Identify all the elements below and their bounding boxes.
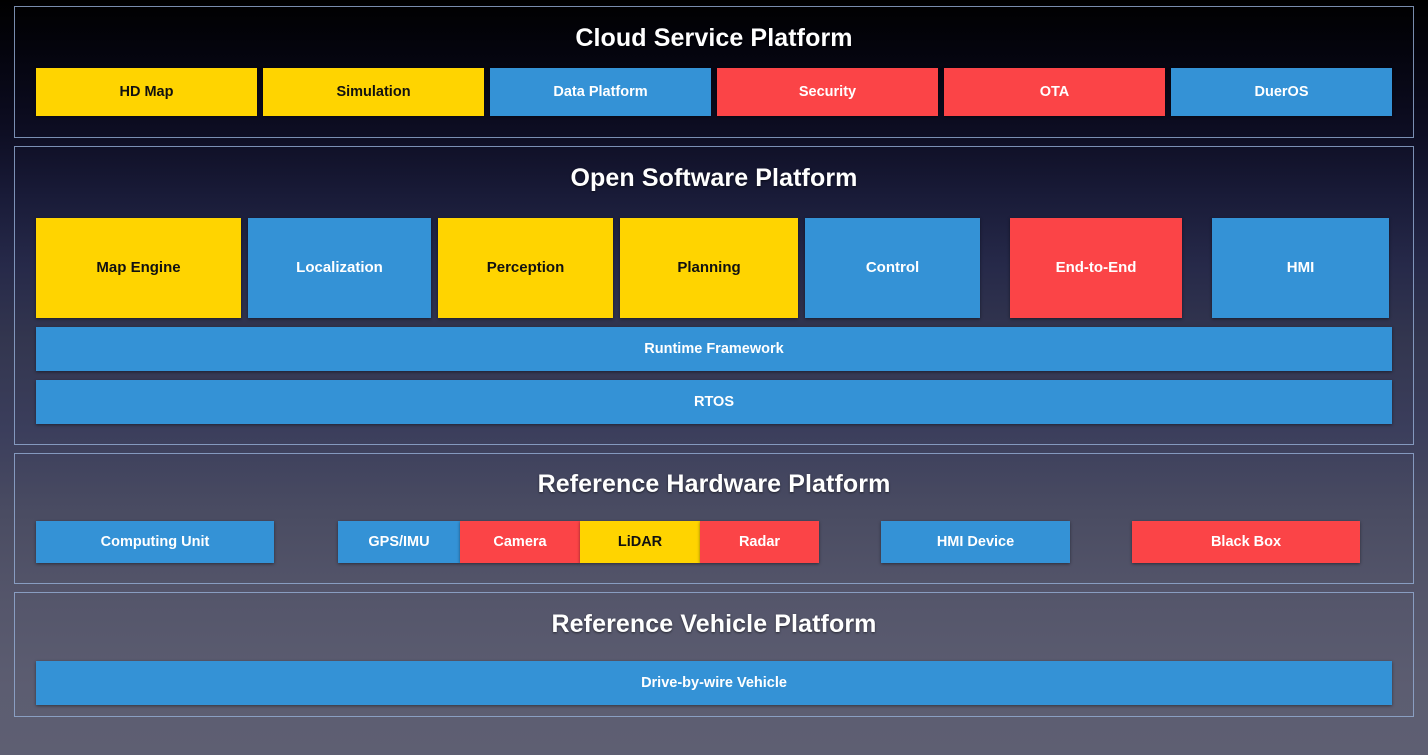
module-gap [1182,218,1212,318]
software-bar-runtime-framework[interactable]: Runtime Framework [36,327,1392,371]
software-module-map-engine[interactable]: Map Engine [36,218,241,318]
software-module-control[interactable]: Control [805,218,980,318]
module-gap [798,218,805,318]
software-module-localization[interactable]: Localization [248,218,431,318]
layer-reference-hardware-platform: Reference Hardware Platform Computing Un… [14,453,1414,584]
cloud-item-ota[interactable]: OTA [944,68,1165,116]
hardware-item-radar[interactable]: Radar [700,521,819,563]
hardware-items-row: Computing Unit GPS/IMU Camera LiDAR Rada… [36,521,1392,563]
module-gap [431,218,438,318]
cloud-service-items-row: HD Map Simulation Data Platform Security… [36,68,1392,116]
cloud-item-simulation[interactable]: Simulation [263,68,484,116]
cloud-item-security[interactable]: Security [717,68,938,116]
architecture-diagram: Cloud Service Platform HD Map Simulation… [14,6,1414,717]
layer-title-cloud-service-platform: Cloud Service Platform [575,24,853,52]
module-gap [980,218,1010,318]
vehicle-item-drive-by-wire-vehicle[interactable]: Drive-by-wire Vehicle [36,661,1392,705]
software-bar-rtos[interactable]: RTOS [36,380,1392,424]
cloud-item-data-platform[interactable]: Data Platform [490,68,711,116]
layer-title-reference-vehicle-platform: Reference Vehicle Platform [551,610,877,638]
software-modules-row: Map Engine Localization Perception Plann… [36,218,1392,318]
cloud-item-dueros[interactable]: DuerOS [1171,68,1392,116]
layer-cloud-service-platform: Cloud Service Platform HD Map Simulation… [14,6,1414,138]
hardware-item-lidar[interactable]: LiDAR [580,521,700,563]
layer-reference-vehicle-platform: Reference Vehicle Platform Drive-by-wire… [14,592,1414,717]
module-gap [613,218,620,318]
software-module-planning[interactable]: Planning [620,218,798,318]
vehicle-items-row: Drive-by-wire Vehicle [36,661,1392,705]
hardware-item-computing-unit[interactable]: Computing Unit [36,521,274,563]
cloud-item-hd-map[interactable]: HD Map [36,68,257,116]
software-module-perception[interactable]: Perception [438,218,613,318]
hardware-item-hmi-device[interactable]: HMI Device [881,521,1070,563]
hardware-item-camera[interactable]: Camera [460,521,580,563]
module-gap [241,218,248,318]
layer-title-open-software-platform: Open Software Platform [570,164,858,192]
software-module-end-to-end[interactable]: End-to-End [1010,218,1182,318]
software-module-hmi[interactable]: HMI [1212,218,1389,318]
layer-open-software-platform: Open Software Platform Map Engine Locali… [14,146,1414,445]
hardware-item-gps-imu[interactable]: GPS/IMU [338,521,460,563]
layer-title-reference-hardware-platform: Reference Hardware Platform [537,470,891,498]
hardware-item-black-box[interactable]: Black Box [1132,521,1360,563]
